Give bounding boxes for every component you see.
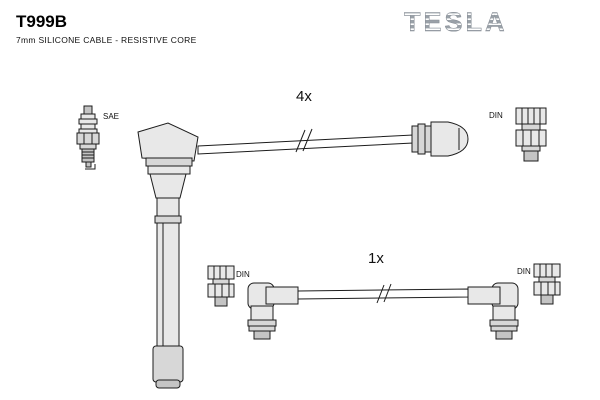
cable-break-mark (383, 283, 392, 303)
spark-plug-icon (76, 105, 100, 170)
connector-body (430, 121, 469, 157)
elbow-boot-left (247, 282, 299, 340)
din-terminal-1x-right (533, 263, 561, 305)
din-label-1x-left: DIN (236, 270, 250, 279)
straight-connector-boot (411, 121, 469, 157)
din-label-4x: DIN (489, 111, 503, 120)
quantity-4x-label: 4x (296, 88, 312, 105)
elbow-boot-right (467, 282, 519, 340)
sae-label: SAE (103, 112, 119, 121)
cable-break-mark (295, 129, 306, 153)
spark-plug-terminal (83, 105, 93, 115)
boot-cap (137, 122, 199, 162)
quantity-1x-label: 1x (368, 250, 384, 267)
boot-base (152, 345, 184, 383)
spark-plug-hex (76, 132, 100, 145)
din-terminal-4x (515, 107, 547, 162)
part-description: 7mm SILICONE CABLE - RESISTIVE CORE (16, 35, 197, 45)
tesla-logo: TESLA (404, 7, 508, 37)
spark-plug-ground-electrode (85, 164, 96, 170)
din-label-1x-right: DIN (517, 267, 531, 276)
cable-break-mark (376, 284, 385, 304)
long-spark-plug-boot (137, 122, 199, 389)
cable-4x (197, 128, 414, 155)
din-terminal-1x-left (207, 265, 235, 307)
part-number: T999B (16, 12, 67, 31)
cable-1x (297, 283, 469, 304)
cable-break-mark (302, 128, 313, 152)
